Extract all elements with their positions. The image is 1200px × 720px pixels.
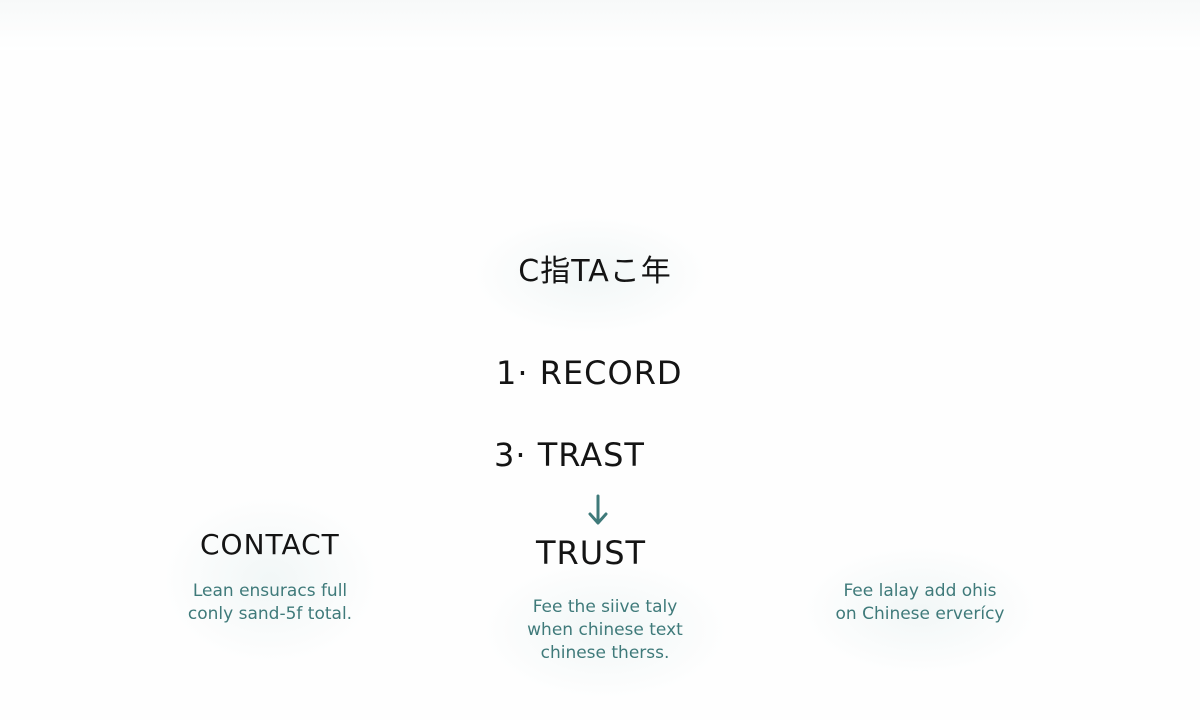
- contact-caption-line1: Lean ensuracs full: [192, 581, 348, 601]
- contact-glow: [160, 495, 380, 665]
- step-trust: TRUST: [536, 534, 647, 572]
- right-caption-line2: on Chinese erverícy: [835, 604, 1005, 624]
- page-title: C指TAこ年: [518, 254, 672, 289]
- arrow-down-icon: [588, 494, 608, 525]
- contact-caption: Lean ensuracs full conly sand-5f total.: [150, 580, 390, 626]
- contact-caption-line2: conly sand-5f total.: [187, 604, 353, 624]
- contact-heading: CONTACT: [200, 528, 340, 561]
- right-caption: Fee lalay add ohis on Chinese erverícy: [800, 580, 1040, 626]
- center-caption-line3: chinese therss.: [540, 643, 670, 663]
- right-glow: [800, 545, 1040, 675]
- step-trast: 3· TRAST: [494, 436, 645, 474]
- center-caption: Fee the siive taly when chinese text chi…: [485, 596, 725, 665]
- center-caption-line1: Fee the siive taly: [532, 597, 678, 617]
- top-band: [0, 0, 1200, 50]
- title-glow: [470, 215, 710, 335]
- center-glow: [480, 560, 730, 700]
- step-record: 1· RECORD: [496, 354, 683, 392]
- center-caption-line2: when chinese text: [527, 620, 683, 640]
- right-caption-line1: Fee lalay add ohis: [843, 581, 997, 601]
